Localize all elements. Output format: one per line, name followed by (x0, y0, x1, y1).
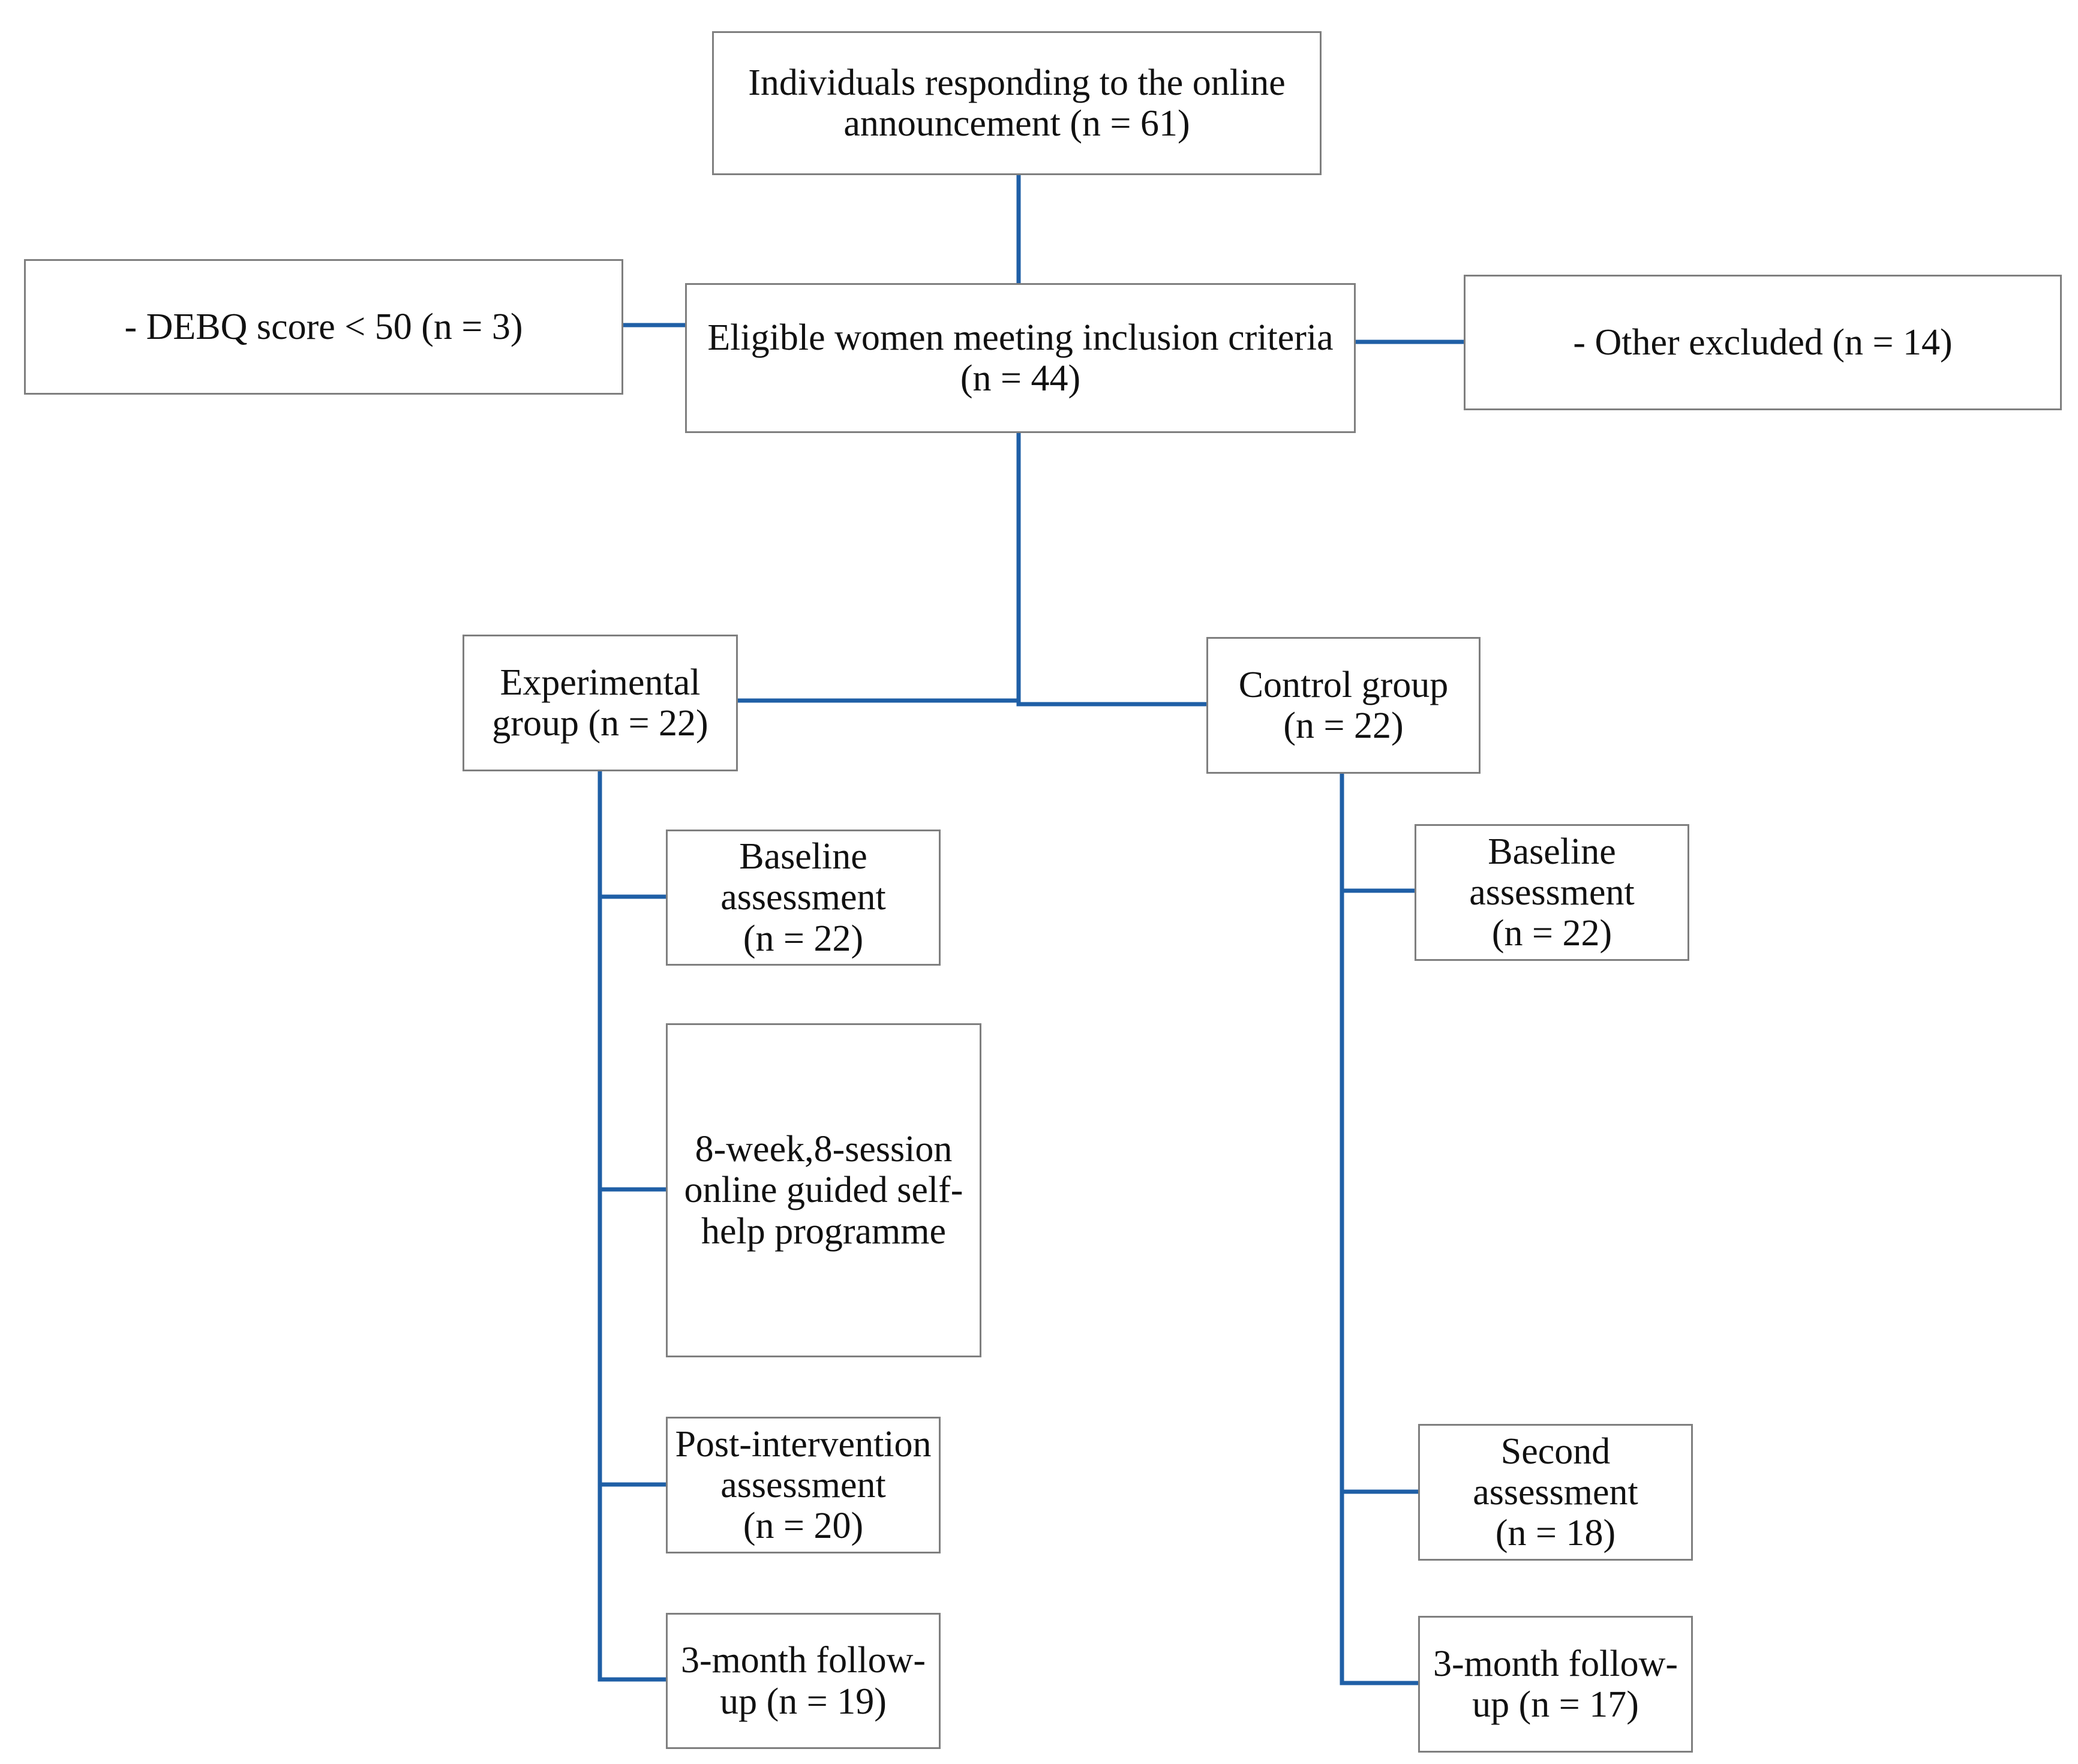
debq-excluded-label: - DEBQ score < 50 (n = 3) (124, 306, 523, 347)
eligible-label: Eligible women meeting inclusion criteri… (707, 317, 1334, 399)
other-excluded-label: - Other excluded (n = 14) (1573, 321, 1953, 363)
ctl-baseline-label: Baseline assessment (n = 22) (1469, 831, 1635, 954)
experimental-group-box: Experimental group (n = 22) (463, 635, 738, 771)
experimental-group-label: Experimental group (n = 22) (492, 662, 708, 744)
control-group-label: Control group (n = 22) (1238, 664, 1449, 746)
ctl-baseline-box: Baseline assessment (n = 22) (1415, 824, 1689, 961)
exp-baseline-label: Baseline assessment (n = 22) (720, 836, 886, 959)
exp-followup-label: 3-month follow- up (n = 19) (680, 1640, 926, 1722)
exp-programme-box: 8-week,8-session online guided self- hel… (666, 1023, 981, 1357)
ctl-second-label: Second assessment (n = 18) (1473, 1431, 1638, 1554)
responders-label: Individuals responding to the online ann… (748, 62, 1286, 144)
exp-post-box: Post-intervention assessment (n = 20) (666, 1417, 941, 1553)
debq-excluded-box: - DEBQ score < 50 (n = 3) (24, 259, 623, 395)
ctl-followup-label: 3-month follow- up (n = 17) (1433, 1643, 1678, 1725)
responders-box: Individuals responding to the online ann… (712, 31, 1322, 175)
control-group-box: Control group (n = 22) (1206, 637, 1481, 774)
exp-followup-box: 3-month follow- up (n = 19) (666, 1613, 941, 1749)
other-excluded-box: - Other excluded (n = 14) (1464, 275, 2062, 410)
ctl-followup-box: 3-month follow- up (n = 17) (1418, 1616, 1693, 1753)
exp-programme-label: 8-week,8-session online guided self- hel… (684, 1129, 963, 1252)
exp-post-label: Post-intervention assessment (n = 20) (675, 1423, 932, 1547)
exp-baseline-box: Baseline assessment (n = 22) (666, 830, 941, 966)
ctl-second-box: Second assessment (n = 18) (1418, 1424, 1693, 1561)
eligible-box: Eligible women meeting inclusion criteri… (685, 283, 1356, 433)
